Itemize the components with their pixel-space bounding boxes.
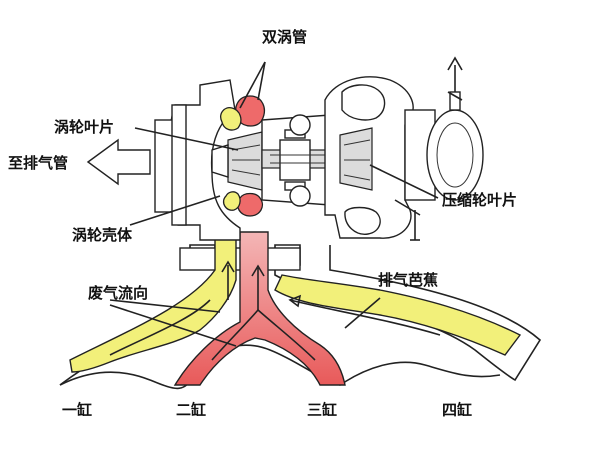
yellow-flow-left: [69, 231, 237, 373]
label-compressor-blade: 压缩轮叶片: [442, 191, 517, 209]
cylinder-4-label: 四缸: [442, 401, 472, 419]
turbine-housing: [154, 79, 265, 241]
twin-scroll-yellow-top: [220, 107, 242, 131]
leader-lines: [109, 61, 439, 347]
twin-scroll-red-bottom: [236, 192, 264, 217]
cylinder-1-label: 一缸: [62, 401, 92, 419]
label-exhaust-flow: 废气流向: [88, 284, 148, 302]
cylinder-3-label: 三缸: [307, 401, 337, 419]
label-turbine-blade: 涡轮叶片: [54, 118, 114, 136]
exhaust-manifold: [59, 231, 542, 390]
label-turbine-housing: 涡轮壳体: [72, 226, 133, 244]
yellow-flow-right: [274, 274, 522, 356]
cylinder-2-label: 二缸: [176, 401, 206, 419]
exhaust-outlet-arrow: [86, 138, 151, 186]
label-to-exhaust-pipe: 至排气管: [8, 154, 68, 172]
label-exhaust-manifold: 排气芭蕉: [378, 271, 438, 289]
label-twin-scroll: 双涡管: [262, 28, 307, 46]
red-flow-center: [173, 231, 346, 386]
twin-scroll-yellow-bottom: [222, 191, 241, 211]
turbine-wheel: [227, 131, 263, 191]
compressor-wheel: [339, 127, 373, 191]
compressor-housing: [324, 56, 484, 241]
